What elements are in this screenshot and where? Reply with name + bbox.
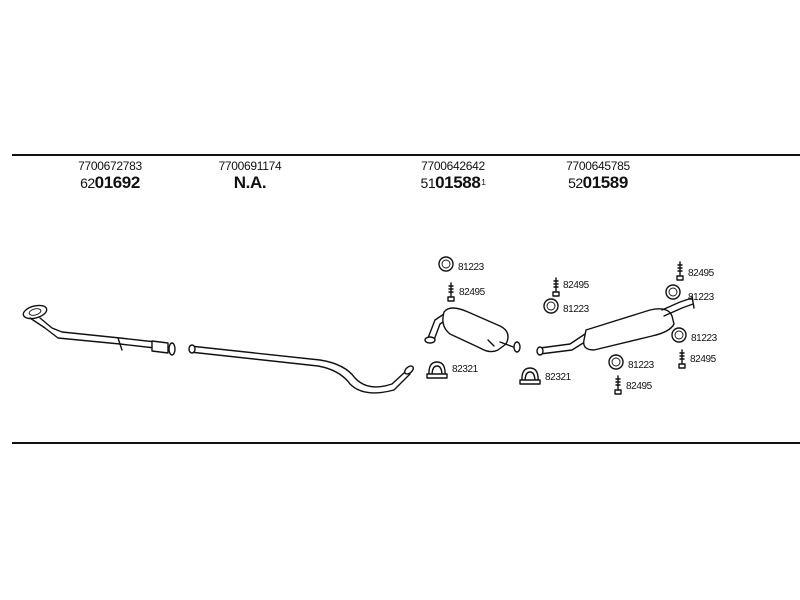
hanger-label: 82495 [688, 268, 714, 279]
hanger-bolt-shaft [553, 277, 559, 293]
middle-pipe-drawing [188, 344, 414, 394]
part-header-middle-pipe: 7700691174 N.A. [170, 160, 330, 193]
hanger-bolt-head [552, 291, 560, 297]
hanger-label: 82495 [626, 381, 652, 392]
rubber-ring-icon-inner [668, 287, 678, 297]
oe-number: 7700642642 [421, 159, 485, 173]
clamp-label: 82321 [452, 364, 478, 375]
hanger-bolt-icon [676, 261, 684, 281]
catalog-number: N.A. [170, 173, 330, 193]
middle-silencer-inlet-pipe [427, 313, 445, 339]
rear-silencer-body [583, 308, 675, 351]
hanger-bolt-head [676, 275, 684, 281]
rear-silencer-tailpipe [661, 297, 693, 311]
front-pipe-flange-hole [28, 308, 42, 316]
rubber-ring-icon [543, 298, 559, 314]
catalog-number: 5201589 [518, 173, 678, 193]
front-pipe-drawing [22, 304, 176, 356]
hanger-bolt-head [447, 296, 455, 302]
front-pipe-end-sleeve [151, 340, 169, 354]
hanger-bolt-head [614, 389, 622, 395]
rubber-ring-icon-inner [546, 301, 556, 311]
middle-pipe-upper-edge [189, 345, 406, 388]
rear-silencer-tailpipe-edge [663, 303, 694, 317]
part-header-middle-silencer: 7700642642 51015881 [373, 160, 533, 193]
ring-label: 81223 [688, 292, 714, 303]
clamp-saddle [519, 379, 541, 385]
part-header-front-pipe: 7700672783 6201692 [30, 160, 190, 193]
rubber-ring-icon [608, 354, 624, 370]
catalog-suffix: 1 [481, 178, 486, 187]
rubber-rings [438, 256, 687, 370]
middle-pipe-lower-edge [189, 351, 411, 394]
middle-silencer-body [442, 307, 509, 353]
front-pipe-flange [22, 304, 48, 320]
catalog-prefix: 62 [80, 175, 95, 191]
hanger-bolts [447, 261, 686, 395]
top-divider-line [12, 154, 800, 156]
catalog-main: N.A. [233, 173, 267, 192]
front-pipe-joint [117, 337, 123, 351]
front-pipe-lower-edge [39, 317, 157, 343]
oe-number: 7700691174 [218, 159, 282, 173]
hanger-bolt-head [678, 363, 686, 369]
catalog-number: 51015881 [373, 173, 533, 193]
hanger-label: 82495 [459, 287, 485, 298]
hanger-bolt-icon [678, 349, 686, 369]
hanger-bolt-shaft [679, 349, 685, 365]
rubber-ring-icon-inner [674, 330, 684, 340]
hanger-bolt-shaft [677, 261, 683, 277]
clamp-icon [519, 367, 541, 385]
catalog-number: 6201692 [30, 173, 190, 193]
clamps [426, 361, 541, 385]
hanger-bolt-shaft [615, 375, 621, 391]
rear-silencer-drawing [536, 295, 695, 356]
rear-silencer-tailpipe-end [691, 295, 695, 309]
hanger-bolt-icon [614, 375, 622, 395]
ring-label: 81223 [458, 262, 484, 273]
rubber-ring-icon [671, 327, 687, 343]
middle-pipe-end [404, 365, 414, 375]
rear-silencer-inlet-pipe-edge [539, 339, 589, 355]
middle-silencer-outlet-flange [513, 341, 521, 353]
front-pipe-upper-edge [29, 317, 156, 349]
catalog-main: 01588 [435, 173, 481, 192]
hanger-label: 82495 [563, 280, 589, 291]
hanger-bolt-shaft [448, 282, 454, 298]
rear-silencer-inlet-pipe [539, 333, 586, 349]
hanger-bolt-icon [447, 282, 455, 302]
ring-label: 81223 [563, 304, 589, 315]
rubber-ring-icon-inner [441, 259, 451, 269]
catalog-main: 01589 [582, 173, 629, 192]
hanger-bolt-icon [552, 277, 560, 297]
middle-silencer-inlet-flange [424, 336, 436, 344]
middle-silencer-hook [487, 339, 495, 347]
rear-silencer-inlet-flange [536, 346, 544, 356]
oe-number: 7700645785 [566, 159, 630, 173]
hanger-label: 82495 [690, 354, 716, 365]
catalog-main: 01692 [94, 173, 141, 192]
middle-pipe-start [188, 344, 196, 354]
clamp-label: 82321 [545, 372, 571, 383]
front-pipe-end-flange [168, 342, 176, 356]
catalog-prefix: 51 [420, 175, 436, 191]
ring-label: 81223 [628, 360, 654, 371]
rubber-ring-icon [665, 284, 681, 300]
clamp-icon [426, 361, 448, 379]
oe-number: 7700672783 [78, 159, 142, 173]
clamp-saddle [426, 373, 448, 379]
catalog-prefix: 52 [568, 175, 583, 191]
bottom-divider-line [12, 442, 800, 444]
rubber-ring-icon-inner [611, 357, 621, 367]
middle-silencer-drawing [424, 307, 521, 353]
ring-label: 81223 [691, 333, 717, 344]
rubber-ring-icon [438, 256, 454, 272]
part-header-rear-silencer: 7700645785 5201589 [518, 160, 678, 193]
